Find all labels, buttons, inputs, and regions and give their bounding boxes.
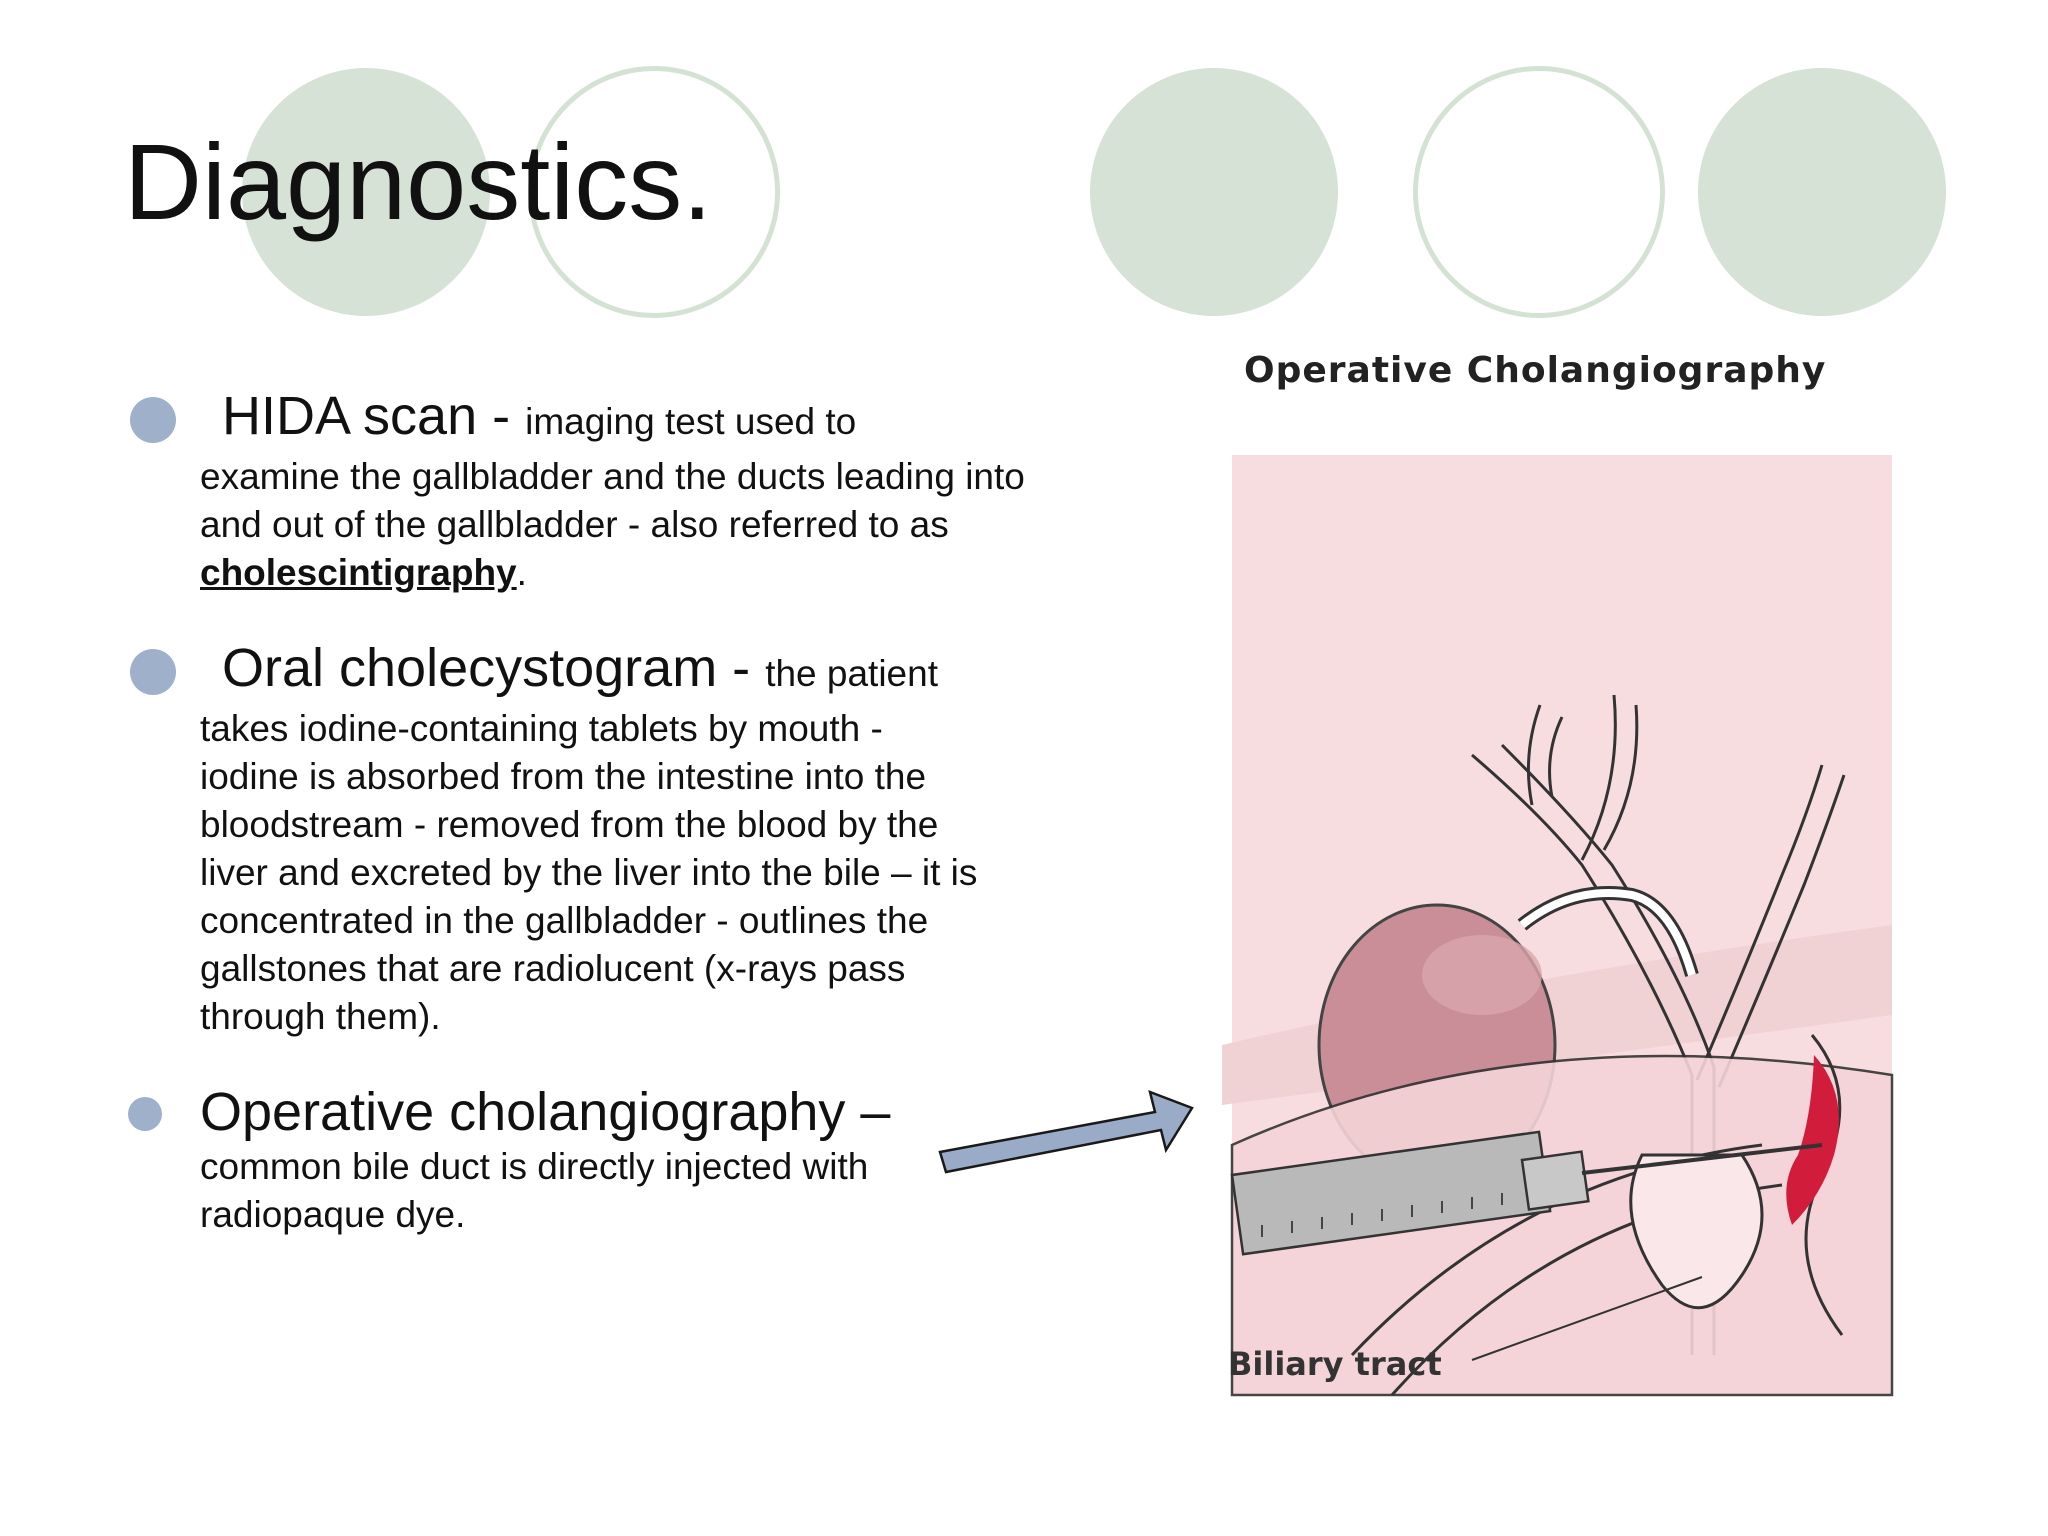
- bullet-body-text: takes iodine-containing tablets by mouth…: [200, 708, 978, 1037]
- bullet-heading: HIDA scan -: [222, 386, 511, 446]
- bullet-oral-cholecystogram: Oral cholecystogram - the patient takes …: [126, 637, 1026, 1041]
- bullet-list: HIDA scan - imaging test used to examine…: [126, 385, 1026, 1279]
- bullet-dot-icon: [130, 397, 176, 443]
- bullet-operative-cholangiography: Operative cholangiography – common bile …: [126, 1081, 1026, 1239]
- figure-title: Operative Cholangiography: [1244, 350, 1827, 391]
- decor-circle-2: [1090, 68, 1338, 316]
- bullet-lead-text: the patient: [765, 653, 938, 694]
- bullet-hida-scan: HIDA scan - imaging test used to examine…: [126, 385, 1026, 597]
- bullet-body-end: .: [516, 552, 527, 593]
- decor-ring-2: [1413, 66, 1665, 318]
- bullet-body-text: examine the gallbladder and the ducts le…: [200, 456, 1025, 545]
- arrow-right-icon: [938, 1089, 1194, 1174]
- bullet-lead-text: imaging test used to: [525, 401, 857, 442]
- cholangiography-illustration: [1222, 455, 1894, 1397]
- bullet-body-text: common bile duct is directly injected wi…: [200, 1146, 869, 1235]
- bullet-heading: Oral cholecystogram -: [222, 638, 751, 698]
- decor-circle-1: [242, 68, 490, 316]
- decor-circle-3: [1698, 68, 1946, 316]
- term-cholescintigraphy: cholescintigraphy: [200, 552, 517, 593]
- bullet-dot-icon: [128, 1097, 162, 1131]
- figure-label: Biliary tract: [1228, 1345, 1442, 1383]
- bullet-heading: Operative cholangiography –: [200, 1082, 891, 1142]
- bullet-dot-icon: [130, 649, 176, 695]
- decor-ring-1: [528, 66, 780, 318]
- slide-title: Diagnostics.: [124, 121, 713, 242]
